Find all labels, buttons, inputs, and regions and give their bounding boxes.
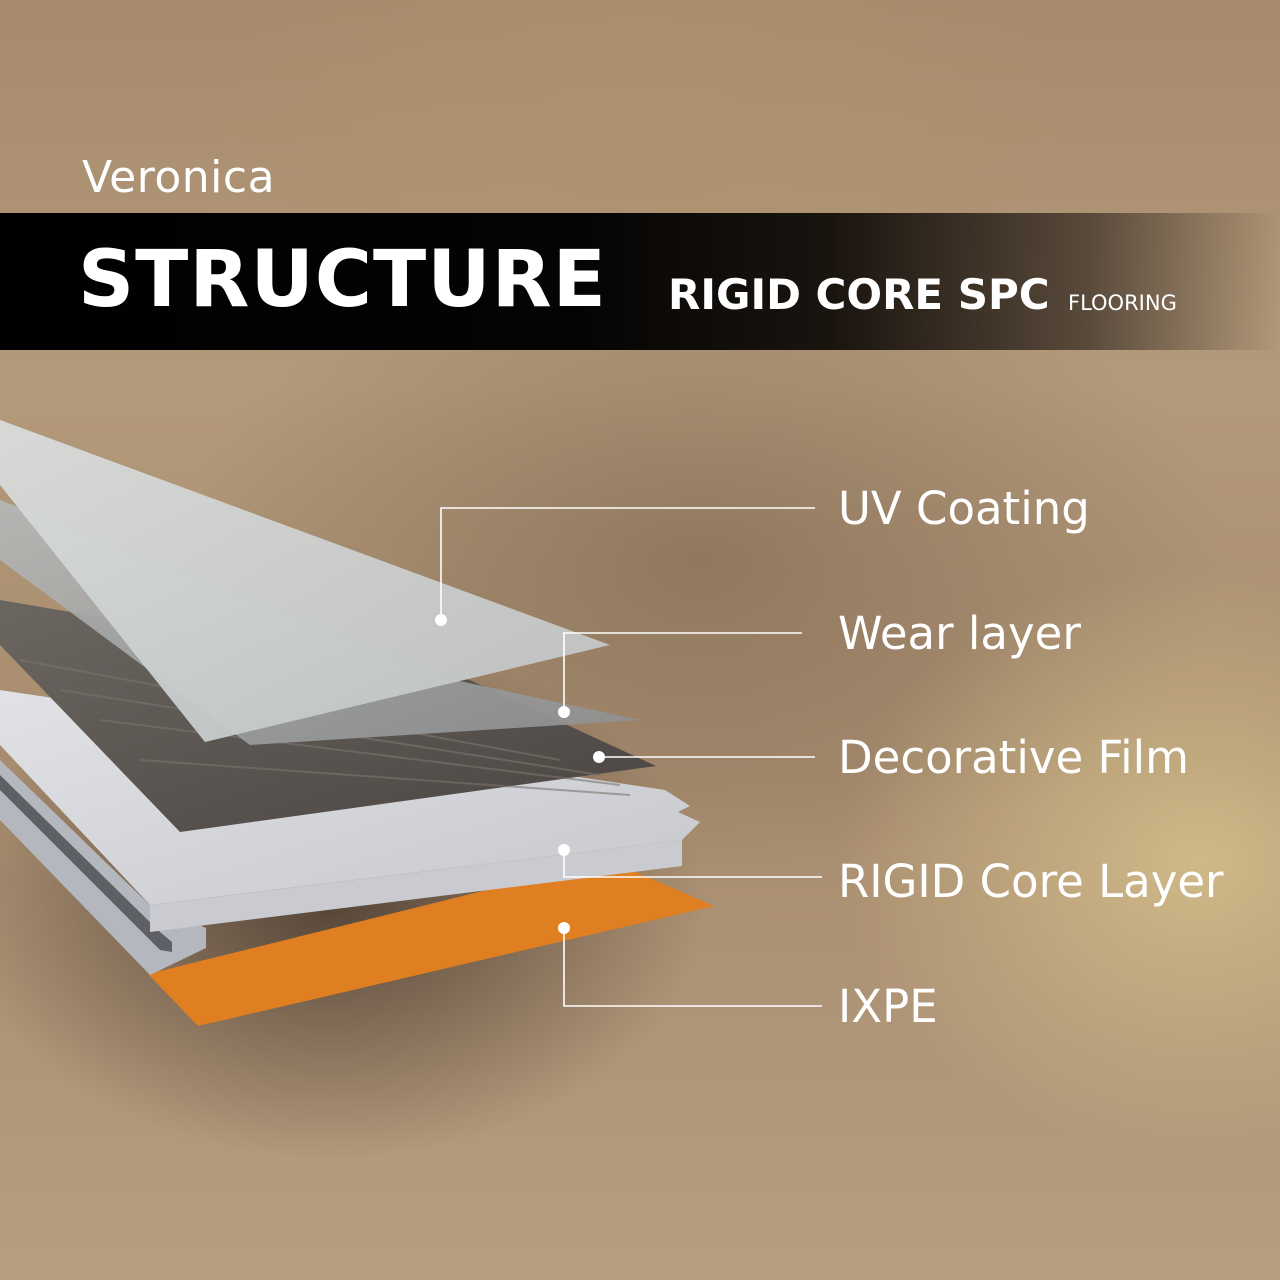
leader-line-core — [563, 850, 822, 878]
leader-line-wear — [563, 632, 802, 712]
dot-wear — [558, 706, 570, 718]
leader-line-uv — [440, 507, 815, 620]
brand-name: Veronica — [82, 152, 276, 203]
label-rigid-core-layer: RIGID Core Layer — [838, 855, 1224, 908]
title-banner — [0, 213, 1280, 350]
dot-film — [593, 751, 605, 763]
label-decorative-film: Decorative Film — [838, 731, 1189, 784]
dot-ixpe — [558, 922, 570, 934]
product-category: FLOORING — [1068, 291, 1177, 315]
product-type: RIGID CORE SPC — [668, 270, 1050, 319]
ixpe-layer — [148, 860, 714, 1026]
leader-lines — [440, 507, 822, 1007]
dot-core — [558, 844, 570, 856]
label-uv-coating: UV Coating — [838, 482, 1090, 535]
label-wear-layer: Wear layer — [838, 607, 1081, 660]
dot-uv — [435, 614, 447, 626]
uv-coating-layer — [0, 420, 610, 742]
leader-dots — [435, 614, 605, 934]
label-ixpe: IXPE — [838, 980, 938, 1033]
page-title: STRUCTURE — [78, 235, 607, 325]
rigid-core-groove — [0, 775, 172, 952]
leader-line-ixpe — [563, 928, 822, 1007]
rigid-core-front — [150, 840, 682, 932]
